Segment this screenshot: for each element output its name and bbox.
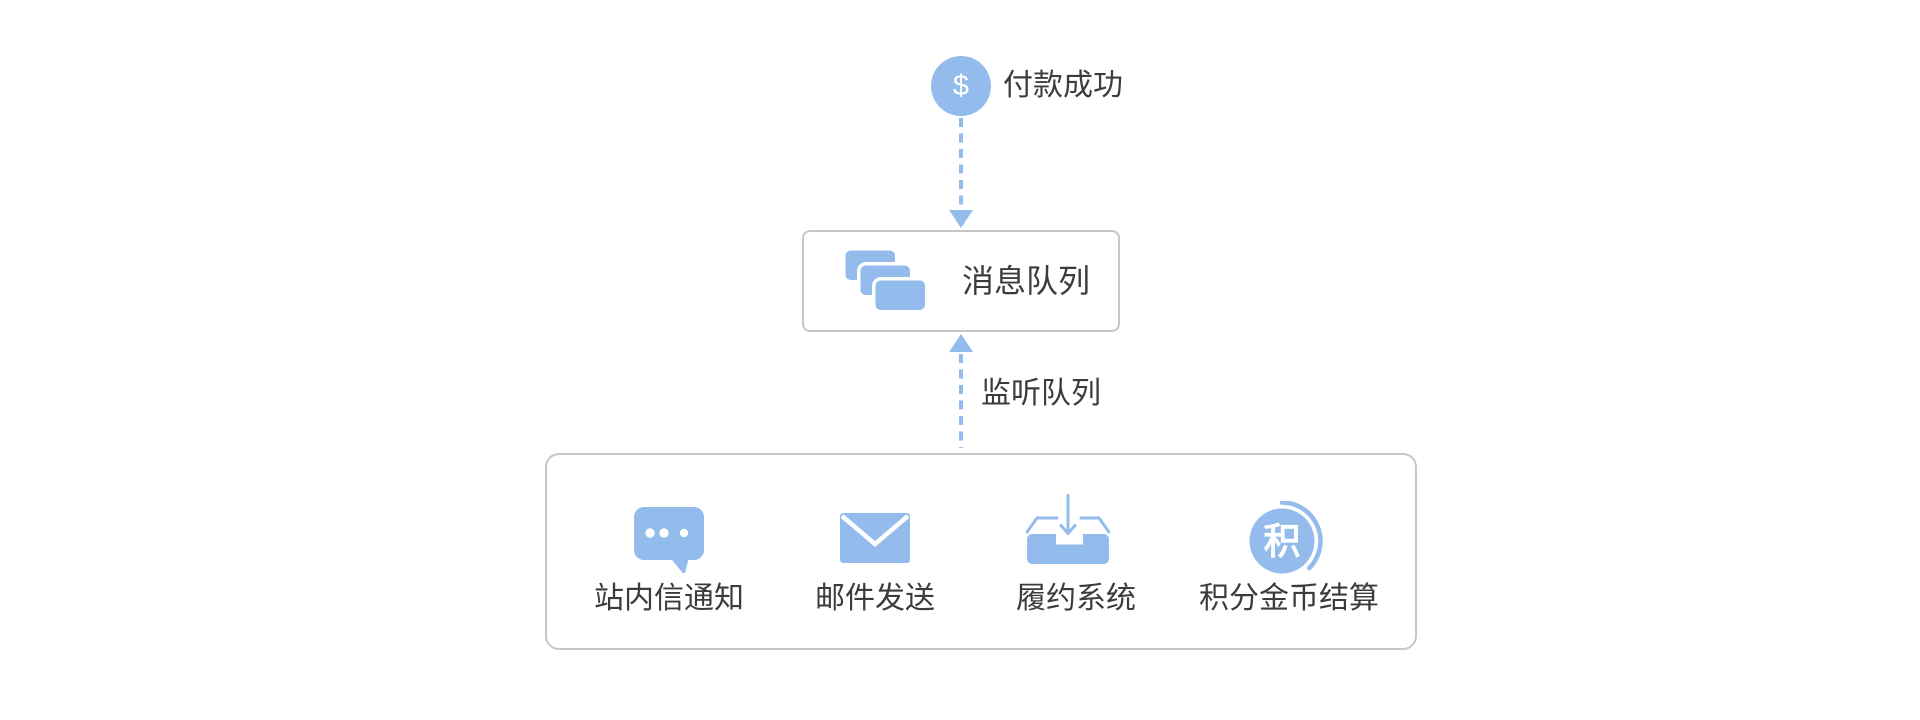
dollar-symbol: $ <box>952 69 970 102</box>
consumer-item-points: 积 积分金币结算 <box>1199 495 1379 614</box>
consumer-label: 积分金币结算 <box>1199 582 1379 615</box>
consumer-item-site-message: 站内信通知 <box>594 495 744 614</box>
consumer-label: 履约系统 <box>1016 582 1136 615</box>
message-queue-label: 消息队列 <box>962 262 1091 299</box>
arrow-up-dashed <box>949 334 973 448</box>
listen-queue-label: 监听队列 <box>981 377 1101 410</box>
points-coin-icon: 积 <box>1249 495 1326 580</box>
dollar-circle-icon: $ <box>931 56 991 116</box>
consumer-label: 邮件发送 <box>815 582 935 615</box>
payment-success-label: 付款成功 <box>1003 69 1123 102</box>
stacked-cards-icon <box>842 247 929 314</box>
consumer-label: 站内信通知 <box>594 582 744 615</box>
coin-character: 积 <box>1264 521 1301 562</box>
envelope-icon <box>840 495 910 580</box>
arrow-down-dashed <box>949 118 973 228</box>
inbox-download-icon <box>1026 493 1118 580</box>
message-queue-node: 消息队列 <box>802 230 1120 332</box>
consumer-item-email: 邮件发送 <box>815 495 935 614</box>
chat-bubble-icon <box>633 495 705 580</box>
consumer-item-fulfillment: 履约系统 <box>1016 493 1136 615</box>
